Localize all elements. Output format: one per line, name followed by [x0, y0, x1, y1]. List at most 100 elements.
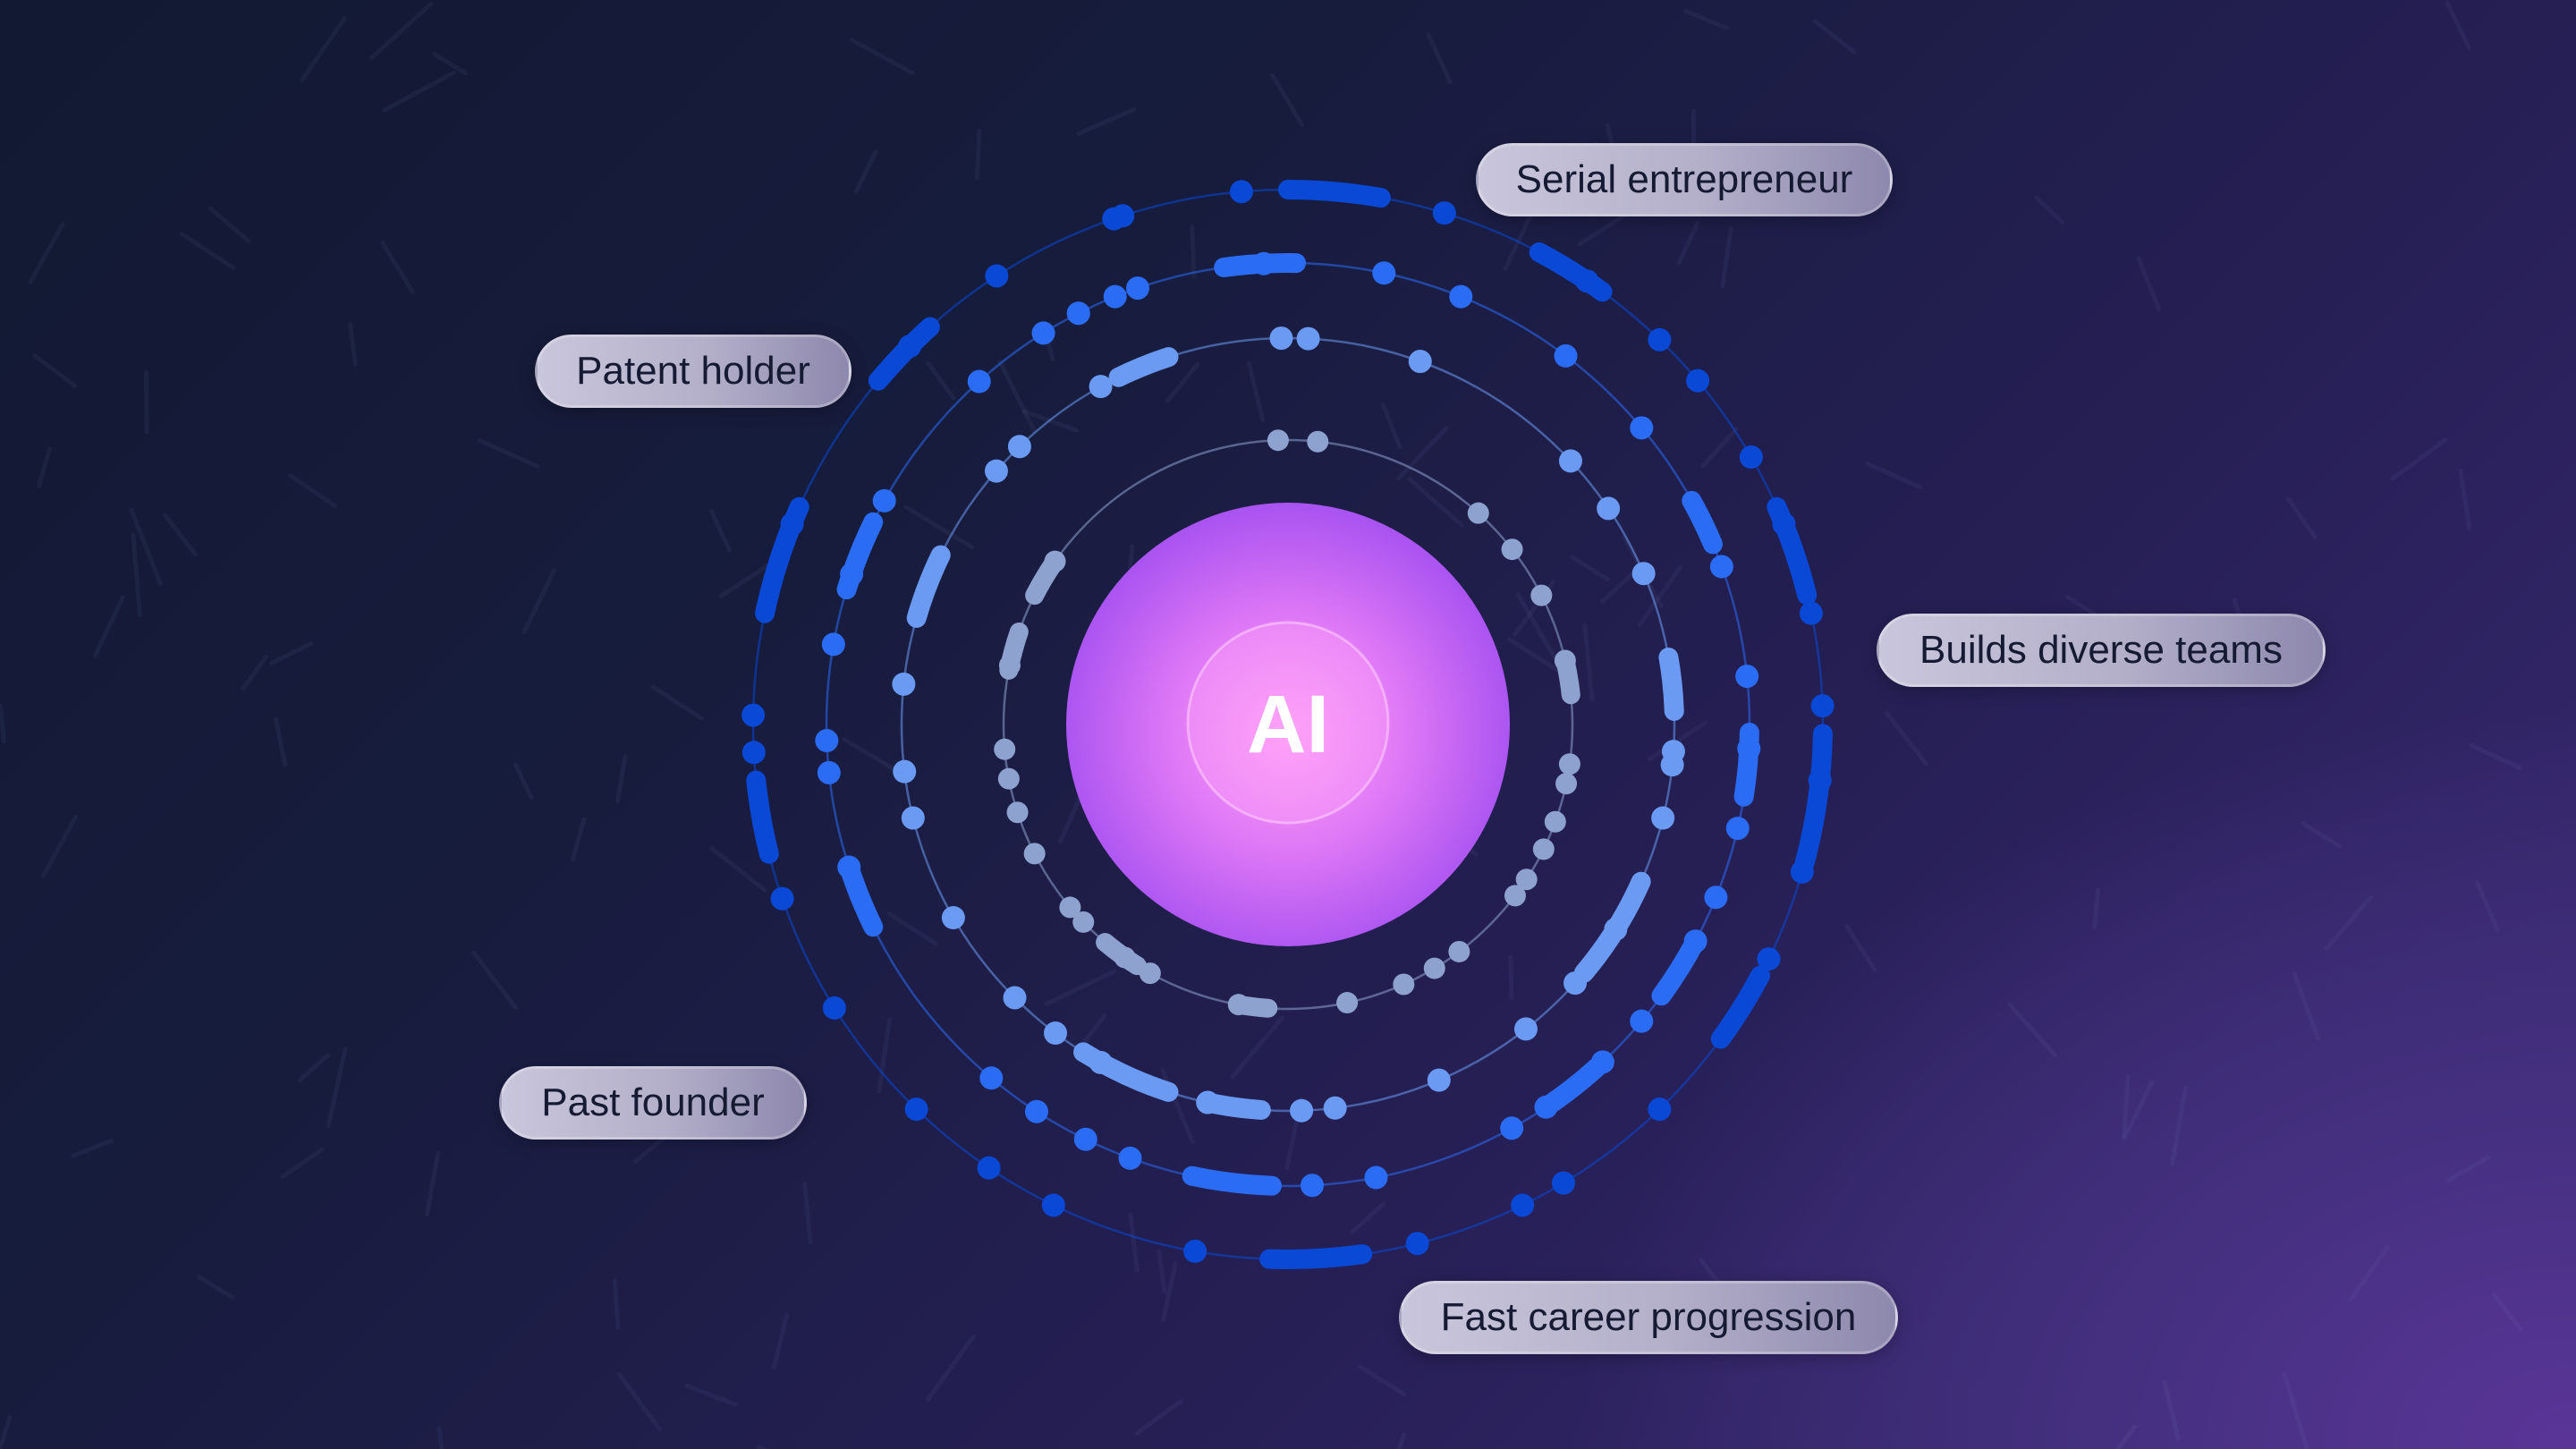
orbit-dot — [1500, 1116, 1524, 1140]
texture-stroke — [2122, 1080, 2154, 1141]
orbit-dot — [1504, 885, 1526, 907]
orbit-dot — [904, 1097, 928, 1122]
orbit-dot — [1372, 261, 1396, 285]
texture-stroke — [650, 684, 705, 721]
texture-stroke — [521, 568, 557, 635]
texture-stroke — [2292, 971, 2321, 1041]
texture-stroke — [926, 360, 956, 401]
texture-stroke — [1577, 209, 1632, 247]
orbit-dot — [1183, 1239, 1208, 1263]
orbit-dot — [967, 369, 991, 394]
texture-stroke — [1134, 1399, 1183, 1436]
orbit-dot — [977, 1156, 1001, 1180]
orbit-dot — [1423, 957, 1445, 979]
orbit-dot — [1648, 327, 1672, 352]
texture-stroke — [1676, 221, 1699, 266]
texture-stroke — [2491, 1292, 2523, 1332]
texture-stroke — [1350, 1201, 1386, 1234]
texture-stroke — [131, 532, 142, 617]
orbit-dot — [1660, 753, 1684, 777]
texture-stroke — [1246, 360, 1266, 423]
orbit-dot — [984, 459, 1008, 483]
texture-stroke — [28, 221, 65, 285]
orbit-dot — [1604, 917, 1628, 941]
orbit-dot — [1044, 1021, 1068, 1046]
orbit-dot — [1041, 1193, 1065, 1217]
texture-stroke — [424, 1150, 441, 1217]
orbit-dot — [997, 767, 1020, 790]
orbit-dot — [898, 335, 922, 359]
texture-stroke — [974, 129, 982, 180]
orbit-dot — [1024, 1099, 1048, 1123]
texture-stroke — [2458, 468, 2472, 530]
texture-stroke — [1161, 1261, 1178, 1322]
texture-stroke — [478, 438, 540, 469]
orbit-dot — [1467, 502, 1489, 524]
orbit-dot — [1059, 896, 1081, 919]
texture-stroke — [1508, 955, 1514, 1000]
texture-stroke — [268, 641, 314, 665]
texture-stroke — [886, 911, 938, 946]
texture-stroke — [1190, 225, 1197, 279]
texture-stroke — [92, 595, 125, 658]
texture-stroke — [471, 950, 518, 1010]
orbit-dot — [979, 1066, 1004, 1090]
texture-stroke — [2114, 1424, 2138, 1449]
orbit-dot — [1501, 538, 1523, 561]
orbit-dot — [1290, 1098, 1314, 1123]
orbit-dot — [821, 632, 845, 657]
orbit-dot — [1544, 810, 1566, 833]
orbit-dot — [1003, 986, 1027, 1010]
texture-stroke — [1230, 1016, 1284, 1080]
orbit-dot — [770, 886, 794, 911]
texture-stroke — [300, 16, 347, 82]
orbit-dot — [1772, 512, 1796, 536]
texture-stroke — [2170, 1086, 2188, 1166]
texture-stroke — [997, 359, 1037, 434]
orbit-dot — [1044, 550, 1066, 572]
texture-stroke — [241, 655, 268, 691]
orbit-segment — [1529, 242, 1613, 302]
orbit-segment — [836, 512, 884, 600]
orbit-dot — [1269, 326, 1293, 351]
orbit-dot — [901, 806, 925, 830]
tag-fast-career-progression: Fast career progression — [1399, 1281, 1898, 1354]
texture-stroke — [849, 38, 915, 75]
orbit-segment — [746, 770, 779, 864]
orbit-dot — [1031, 321, 1055, 345]
texture-stroke — [2301, 821, 2343, 849]
texture-stroke — [2445, 0, 2471, 50]
tag-serial-entrepreneur: Serial entrepreneur — [1476, 143, 1893, 216]
ai-core-label: AI — [1247, 679, 1329, 770]
orbit-dot — [815, 729, 839, 753]
texture-stroke — [2445, 1155, 2491, 1182]
orbit-dot — [1513, 1017, 1538, 1041]
orbit-dot — [1427, 1068, 1451, 1092]
texture-stroke — [382, 70, 456, 113]
orbit-segment — [1259, 1244, 1373, 1269]
texture-stroke — [1516, 593, 1556, 659]
texture-stroke — [297, 1053, 330, 1082]
orbit-dot — [1630, 1009, 1654, 1033]
texture-stroke — [1157, 1250, 1167, 1293]
orbit-dot — [1103, 284, 1127, 309]
orbit-segment — [906, 545, 951, 628]
texture-stroke — [2034, 195, 2065, 225]
orbit-dot — [1735, 665, 1759, 689]
texture-stroke — [1426, 32, 1453, 85]
texture-stroke — [1396, 426, 1449, 481]
orbit-dot — [872, 488, 896, 513]
orbit-dot — [1799, 601, 1823, 625]
orbit-dot — [1534, 1095, 1558, 1119]
texture-stroke — [2282, 1371, 2309, 1449]
orbit-segment — [1794, 724, 1833, 873]
orbit-dot — [1554, 343, 1578, 368]
orbit-dot — [837, 855, 861, 879]
orbit-dot — [1089, 375, 1113, 399]
texture-stroke — [0, 1415, 13, 1449]
texture-stroke — [1699, 426, 1739, 470]
orbit-dot — [941, 906, 965, 929]
orbit-dot — [817, 760, 841, 784]
texture-stroke — [684, 1383, 738, 1407]
texture-stroke — [1396, 1432, 1407, 1449]
